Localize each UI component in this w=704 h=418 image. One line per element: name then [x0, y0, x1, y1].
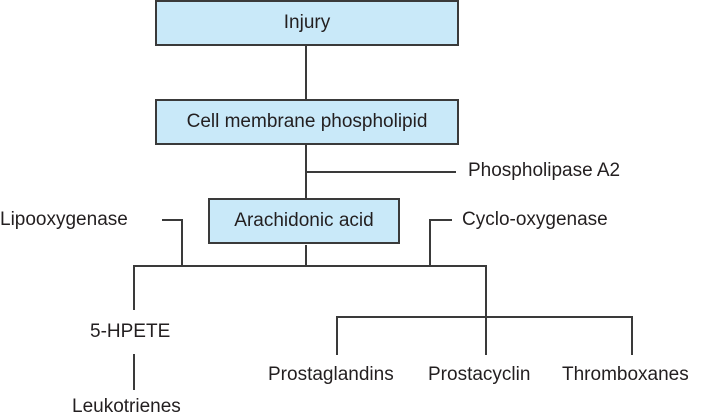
node-prostaglandins: Prostaglandins	[268, 364, 394, 385]
node-leukotrienes: Leukotrienes	[72, 396, 181, 417]
enzyme-cyclo-oxygenase: Cyclo-oxygenase	[462, 209, 608, 230]
node-cell-membrane-phospholipid: Cell membrane phospholipid	[155, 99, 459, 145]
node-prostacyclin: Prostacyclin	[428, 364, 531, 385]
enzyme-lipooxygenase: Lipooxygenase	[0, 209, 128, 230]
node-injury-label: Injury	[283, 12, 331, 33]
node-injury: Injury	[155, 0, 459, 46]
enzyme-phospholipase-a2: Phospholipase A2	[468, 160, 621, 181]
node-5-hpete: 5-HPETE	[90, 321, 171, 342]
node-arachidonic-label: Arachidonic acid	[234, 210, 374, 231]
node-thromboxanes: Thromboxanes	[562, 364, 689, 385]
node-cell-membrane-label: Cell membrane phospholipid	[186, 111, 428, 132]
node-arachidonic-acid: Arachidonic acid	[208, 198, 400, 244]
